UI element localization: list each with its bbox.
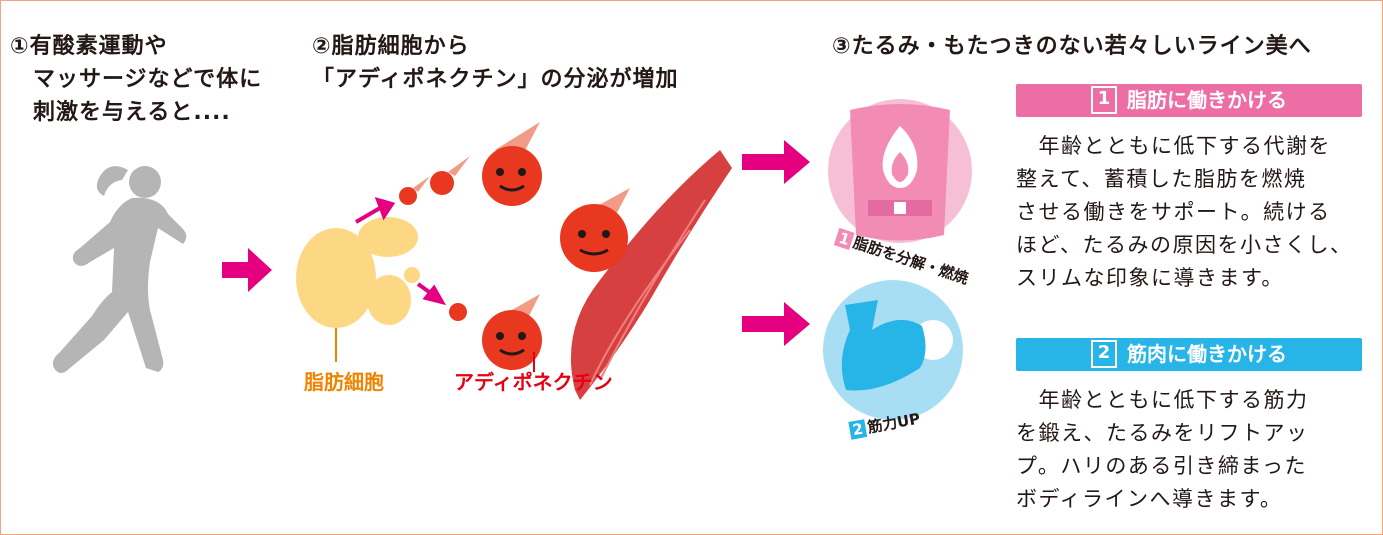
- belly-flame-icon: [828, 99, 972, 243]
- step-3-line: ③たるみ・もたつきのない若々しいライン美へ: [832, 34, 1312, 59]
- adiponectin-ball: [399, 156, 470, 321]
- section-number: 2: [1091, 339, 1117, 368]
- step-1-text: ①有酸素運動や マッサージなどで体に 刺激を与えると....: [10, 30, 262, 129]
- section-2-body: 年齢とともに低下する筋力 を鍛え、たるみをリフトアッ プ。ハリのある引き締まった…: [1016, 384, 1309, 516]
- section-1-body: 年齢とともに低下する代謝を 整えて、蓄積した脂肪を燃焼 させる働きをサポート。続…: [1016, 130, 1352, 295]
- step-3-text: ③たるみ・もたつきのない若々しいライン美へ: [832, 30, 1312, 63]
- body-line: 整えて、蓄積した脂肪を燃焼: [1016, 167, 1307, 191]
- body-line: を鍛え、たるみをリフトアッ: [1016, 421, 1309, 445]
- adiponectin-ball: [482, 122, 630, 370]
- step-1-line: マッサージなどで体に: [10, 67, 263, 92]
- badge-number: 2: [848, 419, 868, 440]
- body-line: ほど、たるみの原因を小さくし、: [1016, 233, 1353, 257]
- body-line: プ。ハリのある引き締まった: [1016, 454, 1308, 478]
- section-title: 筋肉に働きかける: [1127, 342, 1287, 366]
- body-line: ボディラインへ導きます。: [1016, 487, 1283, 511]
- section-1-heading: 1 脂肪に働きかける: [1016, 84, 1362, 117]
- body-line: 年齢とともに低下する代謝を: [1016, 134, 1331, 158]
- section-title: 脂肪に働きかける: [1127, 88, 1287, 112]
- step-1-line: 刺激を与えると....: [10, 100, 231, 125]
- step-2-line: ②脂肪細胞から: [312, 34, 470, 59]
- fat-cell-cluster: [296, 217, 420, 328]
- step-1-line: ①有酸素運動や: [10, 34, 168, 59]
- fat-cell-label: 脂肪細胞: [304, 370, 384, 394]
- section-2-heading: 2 筋肉に働きかける: [1016, 338, 1362, 371]
- body-line: させる働きをサポート。続ける: [1016, 200, 1331, 224]
- body-line: 年齢とともに低下する筋力: [1016, 388, 1309, 412]
- step-2-text: ②脂肪細胞から 「アディポネクチン」の分泌が増加: [312, 30, 678, 96]
- arrow-right: [354, 196, 447, 306]
- muscle-fiber: [570, 150, 732, 400]
- section-number: 1: [1091, 85, 1117, 114]
- step-2-line: 「アディポネクチン」の分泌が増加: [312, 67, 679, 92]
- body-line: スリムな印象に導きます。: [1016, 266, 1284, 290]
- arrow-right: [222, 140, 810, 346]
- flexed-arm-icon: [823, 280, 963, 420]
- adiponectin-label: アディポネクチン: [454, 370, 613, 394]
- runner-silhouette: [52, 166, 187, 373]
